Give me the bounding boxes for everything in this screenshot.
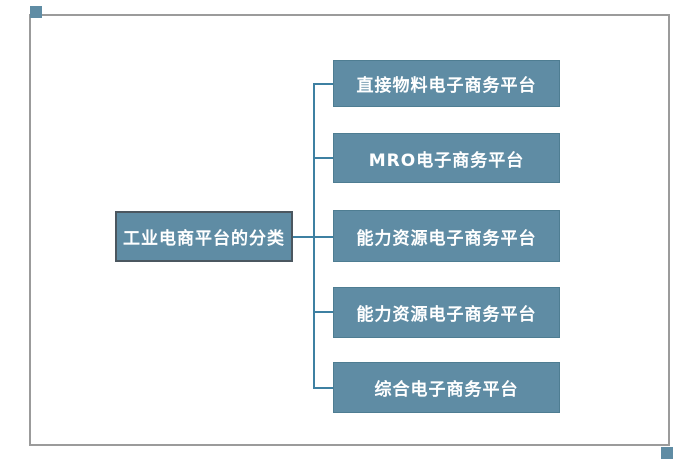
corner-square-bottom-right <box>661 447 673 459</box>
connector-root-link <box>293 236 334 238</box>
branch-node-label: 能力资源电子商务平台 <box>356 305 537 325</box>
branch-node-capability-resources-1: 能力资源电子商务平台 <box>333 210 560 262</box>
branch-node-label: 综合电子商务平台 <box>374 380 519 400</box>
root-node: 工业电商平台的分类 <box>115 211 293 262</box>
root-node-label: 工业电商平台的分类 <box>123 229 285 249</box>
connector-stub-1 <box>313 83 334 85</box>
connector-stub-2 <box>313 157 334 159</box>
branch-node-label: 能力资源电子商务平台 <box>356 228 537 249</box>
connector-stub-5 <box>313 387 334 389</box>
corner-square-top-left <box>30 6 42 18</box>
connector-stub-4 <box>313 311 334 313</box>
branch-node-comprehensive: 综合电子商务平台 <box>333 362 560 413</box>
branch-node-label: 直接物料电子商务平台 <box>356 76 537 96</box>
branch-node-direct-materials: 直接物料电子商务平台 <box>333 60 560 107</box>
branch-node-label: MRO电子商务平台 <box>368 150 525 171</box>
branch-node-capability-resources-2: 能力资源电子商务平台 <box>333 287 560 338</box>
outer-frame <box>29 14 670 446</box>
branch-node-mro: MRO电子商务平台 <box>333 133 560 183</box>
